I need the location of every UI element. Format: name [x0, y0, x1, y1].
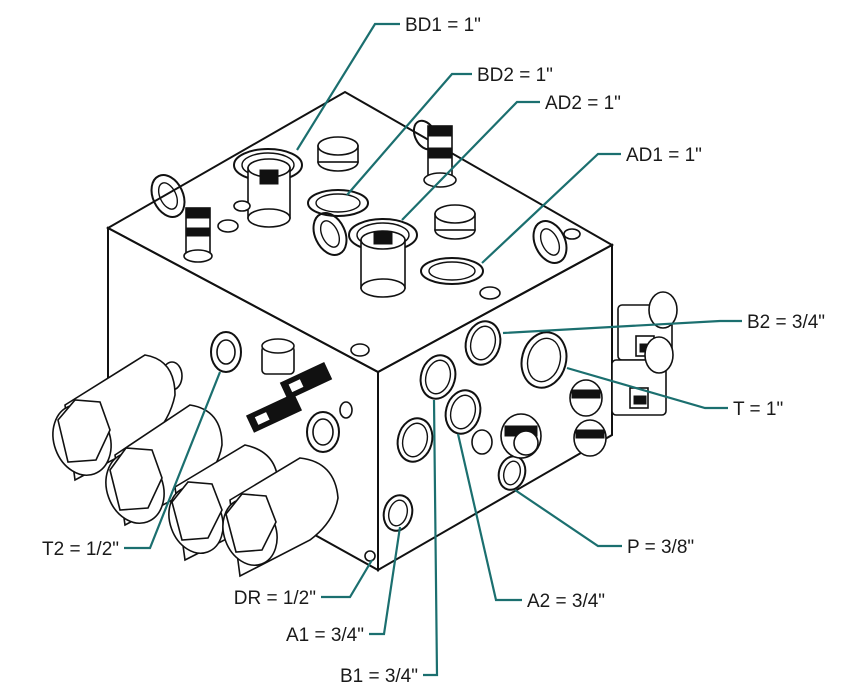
cartridge-valve	[245, 393, 303, 433]
leader-dr	[321, 559, 373, 599]
top-face-features	[150, 119, 581, 300]
callout-b1: B1 = 3/4"	[340, 666, 418, 687]
leader-bd2	[346, 72, 472, 196]
callout-ad2: AD2 = 1"	[545, 93, 621, 114]
callout-a1: A1 = 3/4"	[286, 625, 364, 646]
callout-ad1: AD1 = 1"	[626, 145, 702, 166]
hex-plug	[306, 411, 340, 453]
cap-plug	[317, 136, 359, 172]
callout-t: T = 1"	[733, 399, 783, 420]
callout-bd1: BD1 = 1"	[405, 15, 481, 36]
callout-t2: T2 = 1/2"	[42, 539, 119, 560]
pressure-fitting	[569, 379, 603, 417]
leader-lines	[124, 22, 742, 677]
left-face-features	[52, 331, 376, 578]
solenoid-valve	[222, 457, 339, 578]
leader-t	[566, 366, 728, 410]
eye-bolt	[532, 220, 568, 264]
leader-t2	[124, 371, 222, 550]
pressure-fitting	[573, 419, 607, 457]
leader-ad2	[401, 100, 540, 221]
port-dr-plug	[364, 550, 376, 562]
leader-b2	[502, 319, 742, 335]
port-a2	[444, 389, 482, 435]
callout-a2: A2 = 3/4"	[527, 591, 605, 612]
pressure-fitting	[500, 413, 542, 459]
hex-plug	[261, 338, 295, 375]
solenoid-valve	[52, 354, 176, 482]
leader-bd1	[296, 22, 400, 151]
small-plug	[217, 219, 239, 233]
small-plug	[233, 200, 251, 212]
right-face-features	[382, 291, 678, 532]
small-plug	[479, 286, 501, 300]
solenoid-valve	[168, 444, 279, 562]
small-plug	[563, 228, 581, 240]
manifold-block	[105, 90, 615, 572]
leader-ad1	[481, 152, 621, 264]
small-plug	[471, 429, 493, 455]
eye-bolt	[150, 174, 186, 218]
solenoid-connector	[611, 336, 674, 416]
port-b2	[464, 320, 502, 366]
port-t2	[210, 331, 242, 373]
gauge-port-fitting	[183, 207, 213, 263]
leader-a1	[369, 526, 402, 636]
port-t	[520, 331, 568, 389]
leader-a2	[456, 433, 522, 602]
cap-plug	[434, 204, 476, 240]
port-b1	[419, 354, 457, 400]
port-dr	[382, 494, 414, 532]
port-ad2	[348, 218, 418, 298]
port-a1	[396, 417, 434, 463]
callout-p: P = 3/8"	[627, 537, 694, 558]
callout-labels: BD1 = 1" BD2 = 1" AD2 = 1" AD1 = 1" B2 =…	[42, 15, 825, 687]
callout-b2: B2 = 3/4"	[747, 312, 825, 333]
gauge-port-fitting	[423, 125, 457, 188]
callout-bd2: BD2 = 1"	[477, 65, 553, 86]
port-bd2	[307, 189, 369, 217]
callout-dr: DR = 1/2"	[234, 588, 316, 609]
small-plug	[350, 343, 370, 357]
leader-p	[514, 489, 622, 548]
leader-b1	[423, 399, 439, 677]
cartridge-valve	[279, 362, 333, 400]
small-plug	[339, 401, 353, 419]
port-ad1	[420, 257, 484, 285]
port-bd1	[233, 148, 303, 228]
